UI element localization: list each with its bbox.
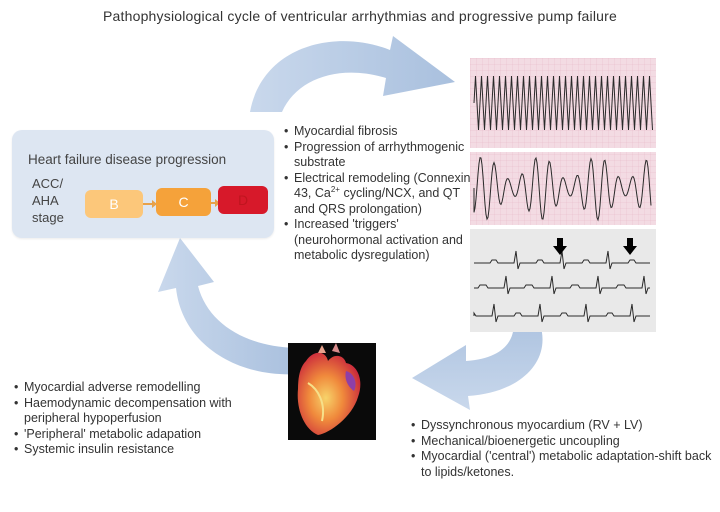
ecg-strips-image [470, 58, 656, 332]
stage-arrow-icon [211, 199, 220, 207]
list-item: Myocardial fibrosis [284, 124, 474, 140]
systemic-effects-list: Myocardial adverse remodelling Haemodyna… [14, 380, 284, 458]
stage-b: B [85, 190, 143, 218]
list-item: Dyssynchronous myocardium (RV + LV) [411, 418, 716, 434]
list-item: Haemodynamic decompensation with periphe… [14, 396, 284, 427]
list-item: Myocardial adverse remodelling [14, 380, 284, 396]
left-cycle-arrow [158, 238, 298, 375]
list-item: Systemic insulin resistance [14, 442, 284, 458]
ecg-trace-rhythm-strip [473, 303, 650, 323]
list-item: Myocardial ('central') metabolic adaptat… [411, 449, 716, 480]
top-cycle-arrow [250, 36, 455, 112]
list-item: Mechanical/bioenergetic uncoupling [411, 434, 716, 450]
stage-d: D [218, 186, 268, 214]
ecg-trace-fibrillation [473, 156, 652, 222]
substrate-list: Myocardial fibrosis Progression of arrhy… [284, 124, 474, 264]
list-item: Electrical remodeling (Connexin 43, Ca2+… [284, 171, 474, 218]
disease-progression-box: Heart failure disease progression ACC/ A… [12, 130, 274, 238]
list-item: 'Peripheral' metabolic adapation [14, 427, 284, 443]
stage-c: C [156, 188, 211, 216]
stage-label: ACC/ AHA stage [32, 176, 64, 225]
stage-arrow-icon [143, 200, 157, 208]
diagram-title: Pathophysiological cycle of ventricular … [102, 8, 618, 24]
list-item: Increased 'triggers' (neurohormonal acti… [284, 217, 474, 264]
disease-progression-title: Heart failure disease progression [28, 152, 227, 167]
ecg-trace-tachycardia [473, 75, 653, 131]
bottom-right-cycle-arrow [412, 308, 543, 410]
ecg-trace-rhythm-strip [474, 275, 650, 295]
myocardial-effects-list: Dyssynchronous myocardium (RV + LV) Mech… [411, 418, 716, 480]
heart-image [288, 343, 376, 440]
list-item: Progression of arrhythmogenic substrate [284, 140, 474, 171]
